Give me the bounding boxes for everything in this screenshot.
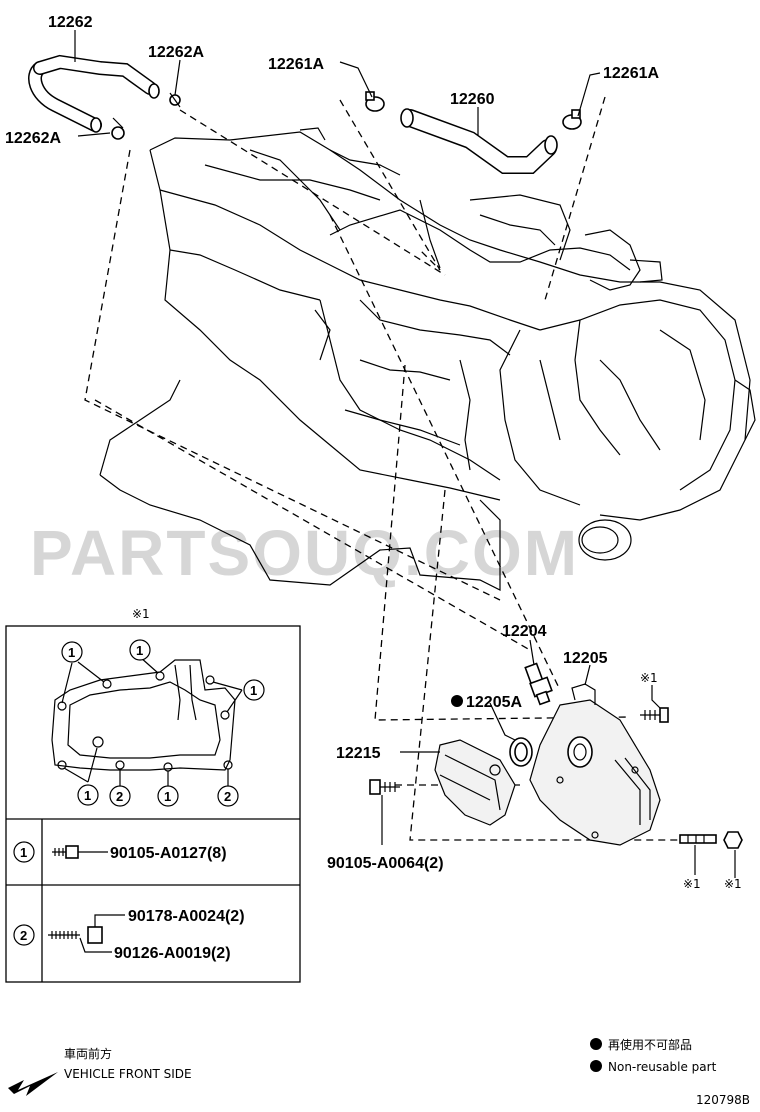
bolt-90105-A0064 [369, 779, 400, 795]
non-reusable-en: Non-reusable part [608, 1060, 717, 1074]
label-12261A-left: 12261A [268, 56, 324, 73]
non-reusable-mark [451, 695, 463, 707]
non-reusable-jp: 再使用不可部品 [608, 1037, 692, 1052]
label-90105-A0064: 90105-A0064(2) [327, 855, 444, 872]
inset-title-mark: ※1 [132, 607, 150, 621]
non-reusable-dot-jp [590, 1038, 602, 1050]
row2-part-b: 90126-A0019(2) [114, 945, 231, 962]
callout-1-b: 1 [136, 643, 143, 658]
label-12262: 12262 [48, 14, 93, 31]
label-12215: 12215 [336, 745, 381, 762]
gasket-12205A [509, 737, 533, 767]
callout-1-e: 1 [164, 789, 171, 804]
label-12204: 12204 [502, 623, 547, 640]
label-12262A-left: 12262A [5, 130, 61, 147]
clamp-12262A-left [111, 117, 125, 140]
clamp-12262A-top [169, 92, 181, 108]
callout-1-d: 1 [84, 788, 91, 803]
sensor-12204 [524, 662, 553, 706]
front-side-en: VEHICLE FRONT SIDE [64, 1067, 192, 1081]
inset-gasket-outline [51, 659, 236, 772]
inset-panel: ※1 [5, 607, 301, 983]
bolt-x1-top [640, 707, 669, 723]
housing-12215 [434, 739, 516, 826]
callout-2-b: 2 [224, 789, 231, 804]
hose-12262 [28, 54, 160, 133]
label-12205: 12205 [563, 650, 608, 667]
diagram-id: 120798B [696, 1093, 750, 1107]
front-arrow-icon [8, 1072, 58, 1096]
non-reusable-legend: 再使用不可部品 Non-reusable part [590, 1037, 717, 1074]
row2-key: 2 [20, 928, 27, 943]
callout-1-c: 1 [250, 683, 257, 698]
leader-lines [74, 30, 736, 878]
engine-assembly [99, 127, 756, 591]
row2-bolt [48, 914, 125, 953]
label-x1-nut: ※1 [724, 877, 742, 891]
clamp-12261A-left [365, 91, 385, 112]
row1-key: 1 [20, 845, 27, 860]
row1-part: 90105-A0127(8) [110, 845, 227, 862]
stud-x1 [679, 834, 717, 844]
label-12261A-right: 12261A [603, 65, 659, 82]
label-12205A: 12205A [466, 694, 522, 711]
inset-callouts: 1 1 1 1 2 1 2 [61, 639, 265, 807]
front-side-legend: 車両前方 VEHICLE FRONT SIDE [8, 1046, 192, 1096]
row2-part-a: 90178-A0024(2) [128, 908, 245, 925]
watermark: PARTSOUQ.COM [30, 517, 579, 589]
label-12262A-top: 12262A [148, 44, 204, 61]
hose-12260 [400, 108, 558, 174]
callout-1-a: 1 [68, 645, 75, 660]
cover-12205 [529, 683, 661, 846]
callout-2-a: 2 [116, 789, 123, 804]
label-x1-stud: ※1 [683, 877, 701, 891]
label-12260: 12260 [450, 91, 495, 108]
front-side-jp: 車両前方 [64, 1046, 112, 1061]
non-reusable-dot-en [590, 1060, 602, 1072]
row1-bolt [52, 845, 108, 859]
nut-x1 [723, 831, 743, 849]
clamp-12261A-right [562, 109, 582, 130]
label-x1-top: ※1 [640, 671, 658, 685]
